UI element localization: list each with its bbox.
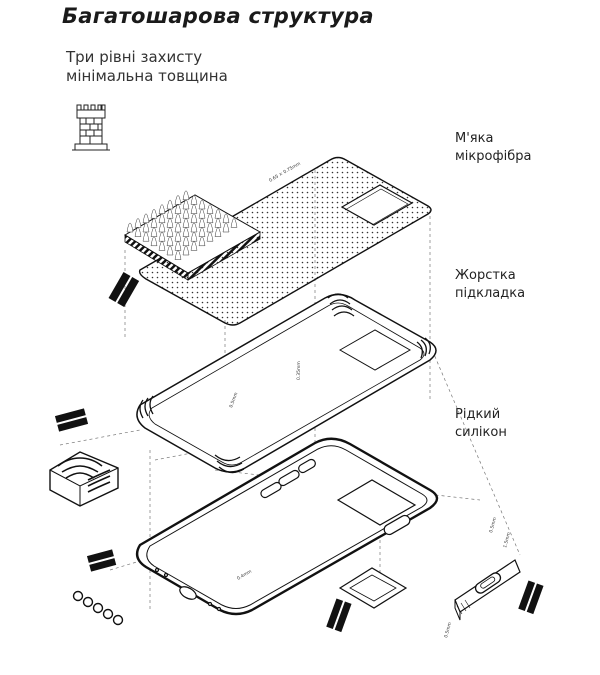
fiber-tuft: [158, 204, 166, 214]
fiber-tuft: [182, 190, 190, 201]
fiber-tuft: [182, 199, 190, 210]
fiber-tuft: [174, 241, 182, 251]
fiber-tuft: [134, 227, 142, 237]
fiber-tuft: [190, 241, 198, 251]
fiber-tuft: [206, 204, 214, 214]
fiber-tuft: [190, 195, 198, 205]
hard-backing-shell: 0.35mm 0.5mm: [136, 293, 437, 474]
fiber-tuft: [134, 218, 142, 228]
fiber-tuft: [182, 208, 190, 219]
label-soft-microfiber: М'яка мікрофібра: [455, 131, 532, 164]
fiber-tuft: [166, 208, 174, 219]
svg-text:0.5mm: 0.5mm: [228, 392, 239, 409]
fiber-tuft: [182, 227, 190, 237]
fiber-tuft: [214, 227, 222, 237]
fiber-tuft: [166, 227, 174, 237]
camera-cutout-detail: [338, 567, 408, 609]
fiber-tuft: [174, 213, 182, 224]
fiber-tuft: [182, 218, 190, 228]
fiber-tuft: [198, 236, 206, 247]
fiber-tuft: [190, 213, 198, 224]
svg-text:0.35mm: 0.35mm: [296, 361, 302, 380]
fiber-tuft: [182, 245, 190, 256]
fiber-swatch: [124, 190, 262, 281]
fiber-tuft: [150, 236, 158, 247]
fiber-tuft: [190, 231, 198, 242]
silicone-case: 0.4mm: [135, 437, 439, 616]
fiber-tuft: [158, 241, 166, 251]
fiber-tuft: [150, 227, 158, 237]
fiber-tuft: [166, 199, 174, 210]
fiber-tuft: [206, 222, 214, 233]
button-strip-detail: [72, 590, 124, 626]
fiber-tuft: [214, 218, 222, 228]
fiber-tuft: [198, 218, 206, 228]
fiber-tuft: [214, 208, 222, 219]
label-liquid-silicone: Рідкий силікон: [455, 407, 507, 440]
fiber-tuft: [222, 213, 230, 224]
fiber-tuft: [142, 222, 150, 233]
fiber-tuft: [158, 231, 166, 242]
fiber-tuft: [174, 231, 182, 242]
fiber-tuft: [198, 208, 206, 219]
fiber-tuft: [174, 250, 182, 260]
fiber-tuft: [174, 204, 182, 214]
fiber-tuft: [166, 218, 174, 228]
fiber-tuft: [142, 231, 150, 242]
fiber-tuft: [182, 236, 190, 247]
fiber-tuft: [198, 227, 206, 237]
fiber-tuft: [166, 236, 174, 247]
subtitle-line-1: Три рівні захисту: [66, 48, 203, 66]
side-button-detail: 0.5mm 1.5mm 0.5mm: [443, 517, 521, 639]
fiber-tuft: [222, 222, 230, 233]
fiber-tuft: [206, 231, 214, 242]
fiber-tuft: [150, 218, 158, 228]
subtitle: Три рівні захисту мінімальна товщина: [66, 48, 228, 86]
fiber-tuft: [198, 199, 206, 210]
fiber-tuft: [206, 213, 214, 224]
corner-bumper-detail: [49, 451, 119, 507]
page-title: Багатошарова структура: [62, 4, 374, 28]
svg-text:0.5mm: 0.5mm: [488, 517, 498, 534]
fiber-tuft: [158, 222, 166, 233]
fiber-tuft: [150, 208, 158, 219]
svg-text:1.5mm: 1.5mm: [502, 532, 512, 549]
fiber-tuft: [190, 204, 198, 214]
fiber-tuft: [190, 222, 198, 233]
spec-tags: [54, 272, 544, 633]
fiber-tuft: [174, 222, 182, 233]
tower-icon: [72, 104, 110, 151]
fiber-tuft: [166, 245, 174, 256]
subtitle-line-2: мінімальна товщина: [66, 67, 228, 85]
fiber-tuft: [126, 222, 134, 233]
fiber-tuft: [158, 213, 166, 224]
fiber-tuft: [174, 195, 182, 205]
svg-text:0.5mm: 0.5mm: [443, 622, 453, 639]
fiber-tuft: [142, 213, 150, 224]
label-hard-backing: Жорстка підкладка: [455, 268, 526, 301]
fiber-tuft: [230, 218, 238, 228]
